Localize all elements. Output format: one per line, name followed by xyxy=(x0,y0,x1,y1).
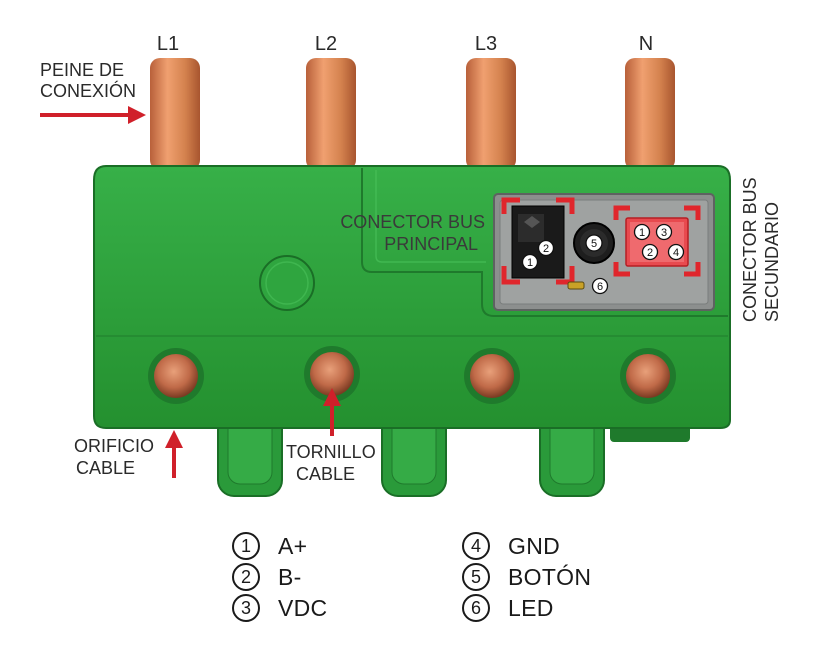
marker-sec-pin-3: 3 xyxy=(661,227,667,239)
legend-item-1: 1 A+ xyxy=(232,531,307,561)
legend-text-1: A+ xyxy=(278,532,308,559)
legend-num-1: 1 xyxy=(232,532,260,560)
bus-main-label-line1: CONECTOR BUS xyxy=(340,212,485,232)
secondary-bus-connector xyxy=(613,205,701,277)
legend-text-2: B- xyxy=(278,563,302,590)
electronics-panel xyxy=(493,193,715,311)
legend-num-5: 5 xyxy=(462,563,490,591)
legend-num-4: 4 xyxy=(462,532,490,560)
hole-label-line1: ORIFICIO xyxy=(74,436,154,456)
legend-num-6: 6 xyxy=(462,594,490,622)
comb-arrow xyxy=(40,106,146,124)
legend-item-5: 5 BOTÓN xyxy=(462,562,591,592)
legend-item-3: 3 VDC xyxy=(232,593,327,623)
led-indicator xyxy=(567,281,585,290)
screw-label-line1: TORNILLO xyxy=(286,442,376,462)
phase-label-l3: L3 xyxy=(475,33,497,55)
main-bus-connector xyxy=(501,197,575,285)
copper-comb xyxy=(150,58,675,170)
bus-secondary-label: CONECTOR BUS SECUNDARIO xyxy=(740,177,782,322)
legend-text-5: BOTÓN xyxy=(508,563,592,590)
legend-num-2: 2 xyxy=(232,563,260,591)
screw-arrow xyxy=(323,388,341,436)
marker-sec-pin-2: 2 xyxy=(647,247,653,259)
phase-label-l1: L1 xyxy=(157,33,179,55)
bus-secondary-label-line1: CONECTOR BUS xyxy=(740,177,760,322)
marker-button: 5 xyxy=(591,238,597,250)
legend-num-3: 3 xyxy=(232,594,260,622)
pin-markers: 1 2 5 6 1 3 2 4 xyxy=(521,223,685,295)
bus-secondary-label-line2: SECUNDARIO xyxy=(762,202,782,322)
screw-label-line2: CABLE xyxy=(296,464,355,484)
marker-main-pin-2: 2 xyxy=(543,243,549,255)
legend-text-4: GND xyxy=(508,532,561,559)
legend-item-2: 2 B- xyxy=(232,562,302,592)
hole-label-line2: CABLE xyxy=(76,458,135,478)
marker-sec-pin-4: 4 xyxy=(673,247,679,259)
marker-led: 6 xyxy=(597,281,603,293)
legend-item-4: 4 GND xyxy=(462,531,560,561)
copper-bar-l3 xyxy=(466,58,516,170)
comb-label-line1: PEINE DE xyxy=(40,60,124,80)
marker-sec-pin-1: 1 xyxy=(639,227,645,239)
copper-bar-l2 xyxy=(306,58,356,170)
bus-main-label-line2: PRINCIPAL xyxy=(384,234,478,254)
cable-holes xyxy=(148,346,676,404)
phase-label-n: N xyxy=(639,33,653,55)
legend-item-6: 6 LED xyxy=(462,593,554,623)
round-knob xyxy=(259,255,315,311)
legend-text-6: LED xyxy=(508,594,554,621)
copper-bar-n xyxy=(625,58,675,170)
hole-arrow xyxy=(165,430,183,478)
legend-text-3: VDC xyxy=(278,594,328,621)
copper-bar-l1 xyxy=(150,58,200,170)
phase-label-l2: L2 xyxy=(315,33,337,55)
marker-main-pin-1: 1 xyxy=(527,257,533,269)
comb-label-line2: CONEXIÓN xyxy=(40,80,136,101)
